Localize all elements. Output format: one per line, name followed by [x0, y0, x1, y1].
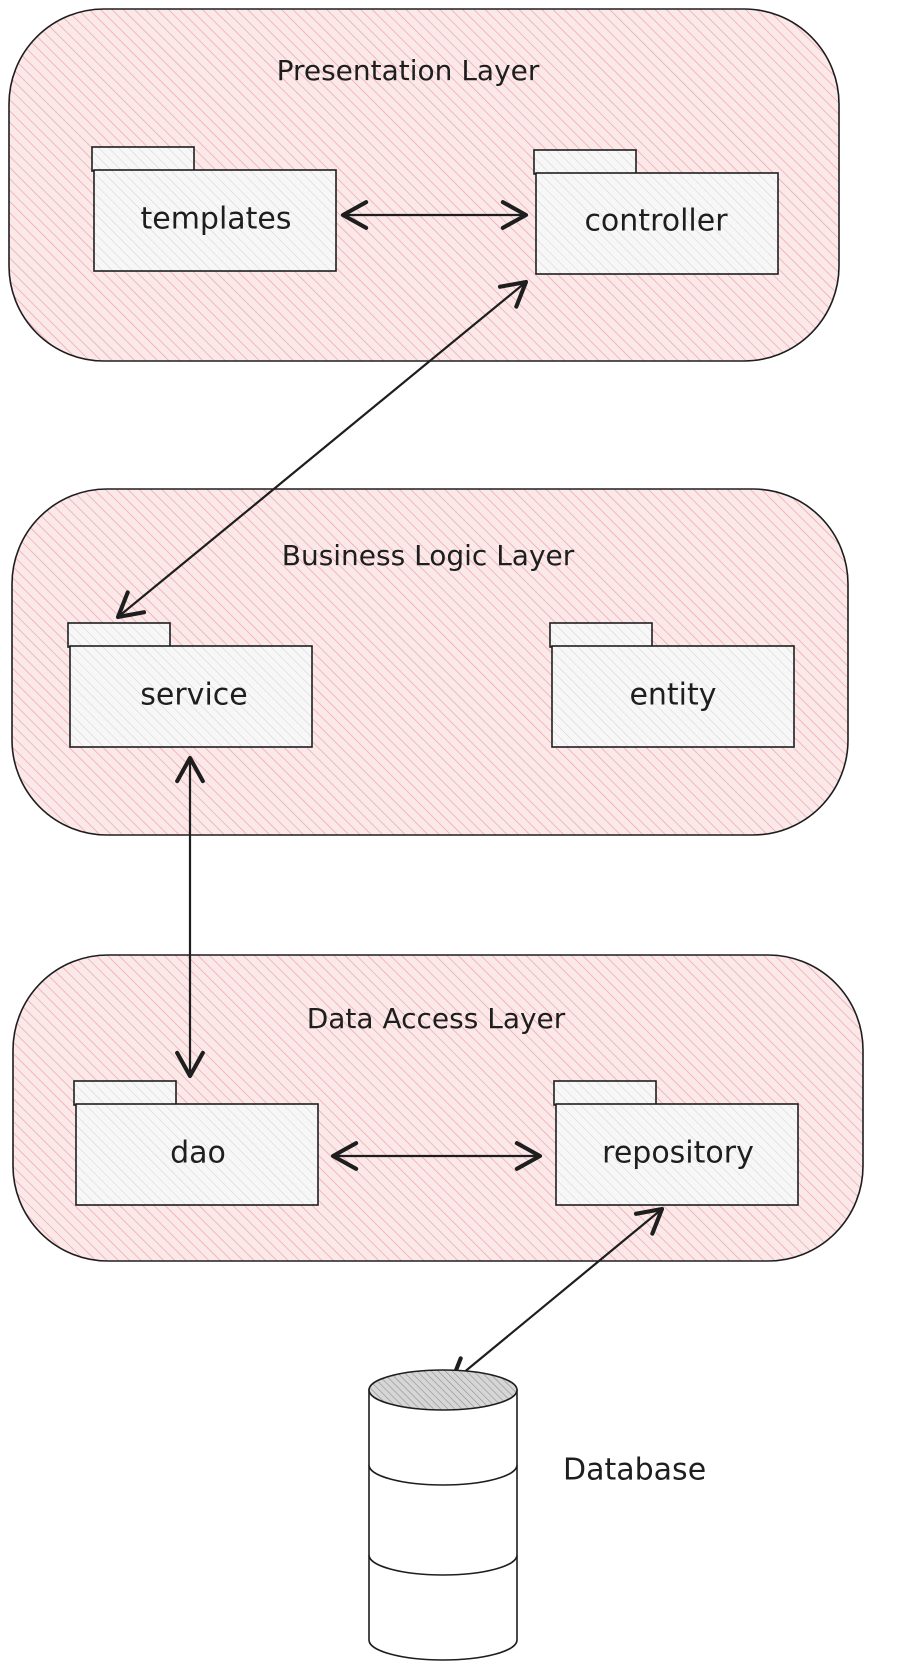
package-dao[interactable]: dao — [73, 1080, 319, 1206]
presentation-layer: Presentation Layer templates controller — [8, 8, 840, 362]
package-service-label: service — [140, 678, 247, 713]
package-dao-label: dao — [170, 1136, 226, 1171]
data-access-layer-title: Data Access Layer — [307, 1002, 566, 1035]
package-entity[interactable]: entity — [549, 622, 795, 748]
package-templates-label: templates — [140, 202, 291, 237]
connectors — [115, 200, 665, 1386]
business-logic-layer: Business Logic Layer service entity — [11, 488, 849, 836]
package-entity-label: entity — [629, 678, 716, 713]
presentation-layer-title: Presentation Layer — [277, 54, 540, 87]
business-logic-layer-title: Business Logic Layer — [282, 539, 575, 572]
package-repository[interactable]: repository — [553, 1080, 799, 1206]
package-templates[interactable]: templates — [91, 146, 337, 272]
package-controller[interactable]: controller — [533, 149, 779, 275]
package-service[interactable]: service — [67, 622, 313, 748]
database-icon[interactable] — [368, 1369, 518, 1661]
package-repository-label: repository — [602, 1136, 754, 1171]
arrow-repository-database — [448, 1206, 665, 1386]
package-controller-label: controller — [584, 204, 728, 239]
data-access-layer: Data Access Layer dao repository — [12, 954, 864, 1262]
database-label: Database — [563, 1453, 706, 1488]
arrow-controller-service — [115, 279, 529, 620]
